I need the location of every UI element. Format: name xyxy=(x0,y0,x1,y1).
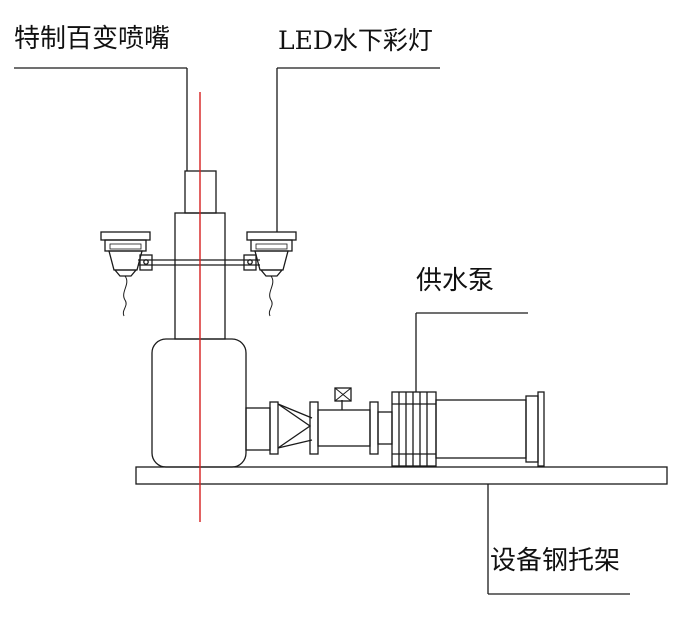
flowmeter xyxy=(309,387,379,455)
label-underwater-light: LED水下彩灯 xyxy=(278,26,433,55)
label-nozzle: 特制百变喷嘴 xyxy=(14,24,171,54)
led-light-left xyxy=(100,231,151,317)
supply-pump xyxy=(391,391,545,467)
label-supply-pump: 供水泵 xyxy=(416,266,495,296)
steel-frame xyxy=(135,466,668,485)
leader-pump xyxy=(415,312,528,392)
tank-outlet-flange xyxy=(245,401,279,455)
leader-led-light xyxy=(276,67,440,232)
led-light-right xyxy=(246,231,297,317)
tank-body xyxy=(151,338,247,468)
light-bracket xyxy=(138,254,260,271)
pump-connector xyxy=(377,411,393,445)
label-steel-frame: 设备钢托架 xyxy=(490,546,621,576)
leader-nozzle xyxy=(14,67,188,171)
reducer xyxy=(277,403,313,449)
leader-steel-frame xyxy=(487,484,630,595)
